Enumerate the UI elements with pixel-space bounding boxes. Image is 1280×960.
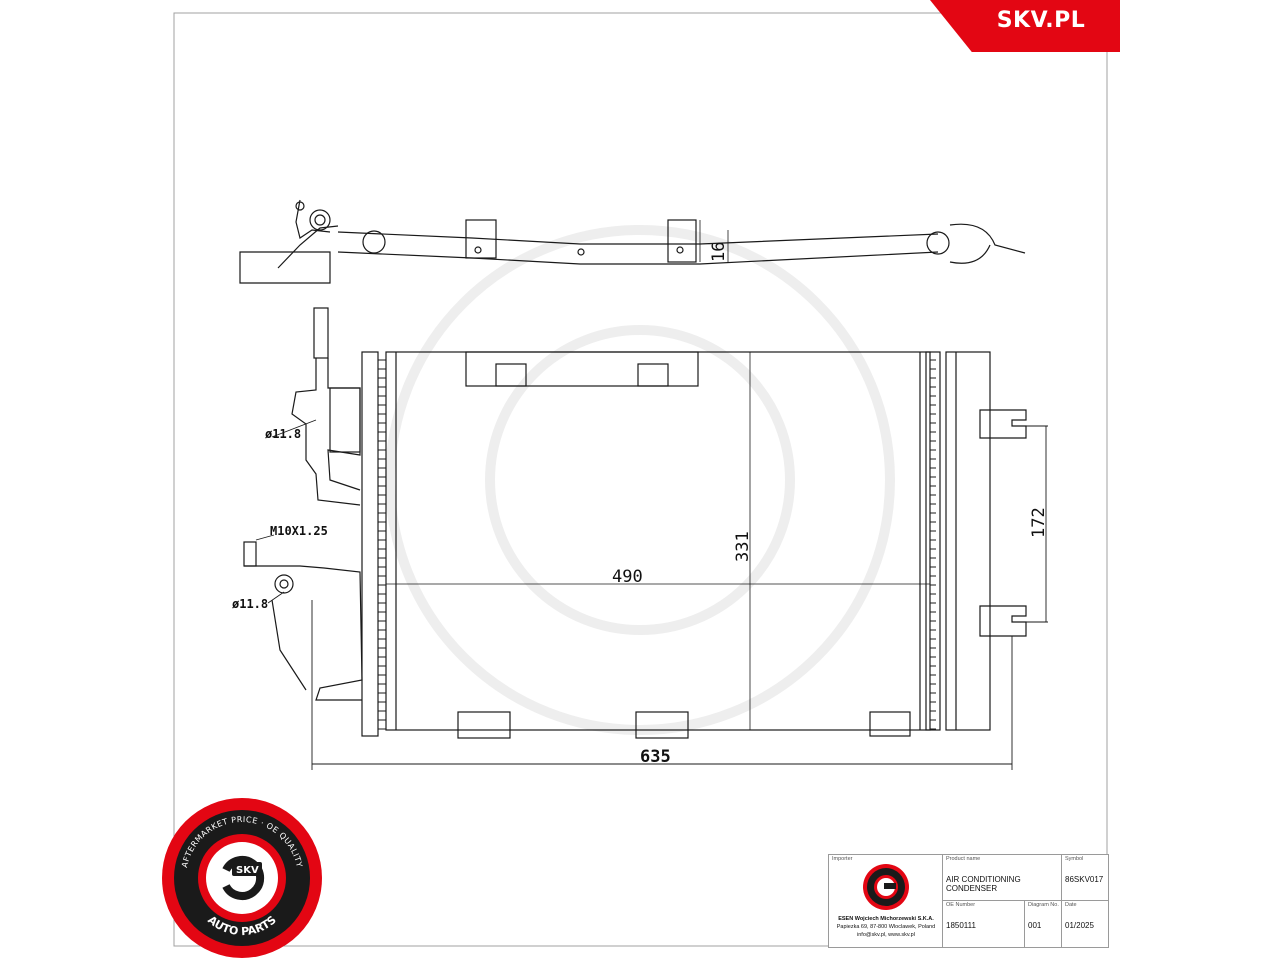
gear-icon [222, 856, 265, 900]
badge-center-text: SKV [236, 865, 259, 876]
date-value: 01/2025 [1065, 921, 1094, 930]
product-name: AIR CONDITIONING CONDENSER [946, 875, 1021, 893]
oe-number-value: 1850111 [946, 921, 976, 930]
callout-pipe-diameter-top: ø11.8 [265, 427, 301, 441]
company-address: Papiezka 69, 87-800 Wloclawek, Poland [836, 924, 936, 930]
company-name: ESEN Wojciech Michorzewski S.K.A. [838, 916, 934, 922]
dim-172: 172 [1029, 507, 1049, 538]
product-name-cell: Product name AIR CONDITIONING CONDENSER [943, 855, 1062, 901]
thread-stud [243, 541, 257, 567]
importer-logo [863, 864, 909, 910]
right-header-tank [925, 351, 941, 731]
diagram-no-value: 001 [1028, 921, 1042, 930]
dim-635: 635 [640, 747, 671, 767]
title-block: Importer ESEN Wojciech Michorzewski S.K.… [828, 854, 1109, 948]
lower-pipe-fitting [274, 574, 294, 594]
lower-pipe [244, 565, 363, 701]
oe-number-label: OE Number [946, 902, 976, 908]
importer-label: Importer [832, 856, 853, 862]
callout-thread: M10X1.25 [270, 524, 328, 538]
top-view [239, 199, 1026, 284]
receiver-drier [945, 351, 991, 731]
receiver-bracket-bottom [979, 605, 1027, 637]
upper-pipe [291, 358, 361, 506]
quality-badge: SKV AFTERMARKET PRICE · OE QUALITY AUTO … [162, 798, 322, 958]
core-bottom-bracket-2 [635, 711, 689, 739]
brand-site-label[interactable]: SKV.PL [996, 8, 1086, 33]
watermark-gear [385, 225, 895, 735]
dim-490: 490 [612, 567, 643, 587]
diagram-no-cell: Diagram No. 001 [1025, 901, 1062, 947]
callout-pipe-diameter-bottom: ø11.8 [232, 597, 268, 611]
importer-cell: Importer ESEN Wojciech Michorzewski S.K.… [829, 855, 943, 947]
condenser-core [385, 351, 931, 731]
top-left-joint [362, 230, 386, 254]
oe-number-cell: OE Number 1850111 [943, 901, 1025, 947]
top-left-fitting [309, 209, 331, 231]
date-label: Date [1065, 902, 1077, 908]
dimension-lines [255, 419, 1048, 770]
top-pipe [337, 231, 939, 245]
dim-331: 331 [733, 531, 753, 562]
diagram-no-label: Diagram No. [1028, 902, 1059, 908]
symbol-cell: Symbol 86SKV017 [1062, 855, 1108, 901]
receiver-bracket-top [979, 409, 1027, 439]
product-name-label: Product name [946, 856, 981, 862]
left-header-tank [361, 351, 379, 737]
core-bottom-bracket-3 [869, 711, 911, 737]
symbol-value: 86SKV017 [1065, 875, 1104, 884]
top-bracket-right [667, 219, 697, 263]
top-bracket-left [465, 219, 497, 259]
front-view [243, 307, 1027, 739]
company-contact: info@skv.pl, www.skv.pl [857, 932, 915, 938]
top-right-hook [949, 223, 1026, 254]
upper-pipe-fitting [313, 307, 329, 359]
core-top-bracket [465, 351, 699, 387]
top-right-joint [926, 231, 950, 255]
core-bottom-bracket-1 [457, 711, 511, 739]
symbol-label: Symbol [1065, 856, 1084, 862]
date-cell: Date 01/2025 [1062, 901, 1108, 947]
dim-16: 16 [709, 242, 729, 262]
fin-ticks [378, 359, 936, 730]
drawing-frame [173, 12, 1108, 947]
top-left-bracket [239, 251, 331, 284]
